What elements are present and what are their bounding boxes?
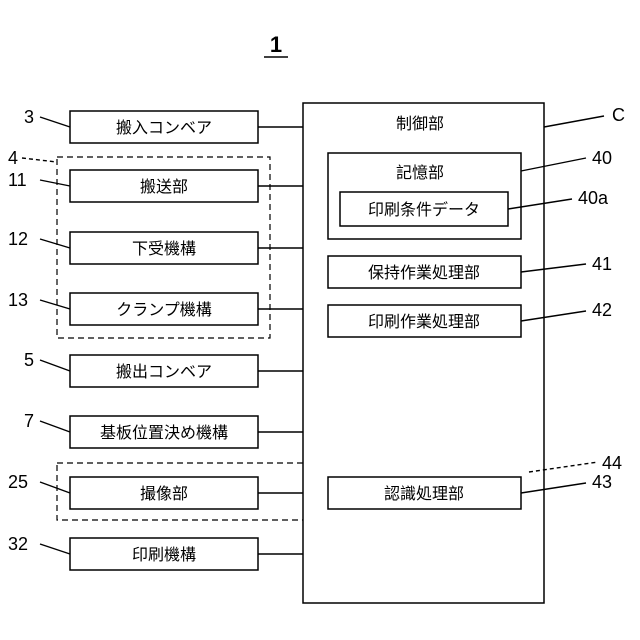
ref-numeral: 40a (578, 188, 609, 208)
lower-support-label: 下受機構 (132, 239, 196, 258)
ref-numeral: 5 (24, 350, 34, 370)
ref-numeral: 32 (8, 534, 28, 554)
ref-numeral: 42 (592, 300, 612, 320)
ref-numeral: 3 (24, 107, 34, 127)
ref-numeral: 25 (8, 472, 28, 492)
recognition-process-label: 認識処理部 (384, 484, 464, 503)
leader-line (40, 360, 70, 371)
leader-line (40, 180, 70, 186)
ref-numeral: 43 (592, 472, 612, 492)
leader-line (40, 544, 70, 554)
figure-number: 1 (270, 32, 282, 57)
printing-process-label: 印刷作業処理部 (368, 312, 480, 331)
controller-title: 制御部 (396, 114, 444, 133)
leader-line (40, 239, 70, 248)
ref-numeral: 44 (602, 453, 622, 473)
leader-line (22, 158, 57, 162)
imaging-unit-label: 撮像部 (140, 484, 188, 503)
ref-numeral: 11 (8, 170, 27, 190)
print-mechanism-label: 印刷機構 (132, 545, 196, 564)
ref-numeral: 12 (8, 229, 28, 249)
ref-numeral: 41 (592, 254, 612, 274)
leader-line (40, 117, 70, 127)
leader-line (40, 300, 70, 309)
leader-line (40, 421, 70, 432)
clamp-mechanism-label: クランプ機構 (116, 300, 212, 319)
ref-numeral: 4 (8, 148, 18, 168)
ref-numeral: C (612, 105, 625, 125)
carry-out-conveyor-label: 搬出コンベア (116, 362, 212, 381)
ref-numeral: 40 (592, 148, 612, 168)
leader-line (544, 116, 604, 127)
transport-unit-label: 搬送部 (140, 177, 188, 196)
memory-title: 記憶部 (396, 163, 444, 182)
ref-numeral: 7 (24, 411, 34, 431)
print-condition-data-label: 印刷条件データ (368, 200, 480, 219)
board-positioning-label: 基板位置決め機構 (100, 423, 228, 442)
holding-process-label: 保持作業処理部 (368, 263, 480, 282)
leader-line (40, 482, 70, 493)
ref-numeral: 13 (8, 290, 28, 310)
carry-in-conveyor-label: 搬入コンベア (116, 118, 212, 137)
